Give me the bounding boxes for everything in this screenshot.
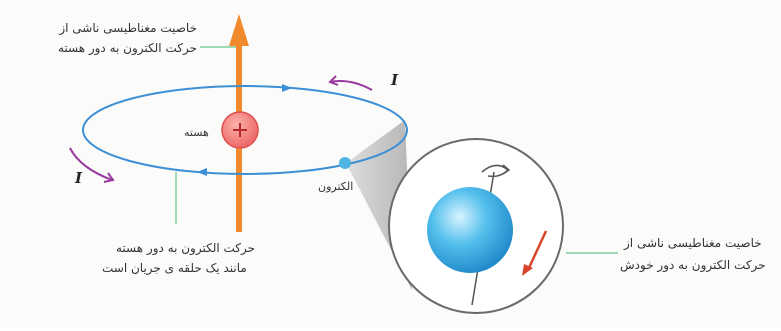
electron-sphere xyxy=(427,187,513,273)
current-arrow-top xyxy=(329,80,373,91)
nucleus-label: هسته xyxy=(184,126,209,139)
magnetic-axis-arrowhead xyxy=(229,14,249,46)
electron-label: الکترون xyxy=(318,180,354,193)
orbit-direction-marker-bottom xyxy=(197,168,207,176)
orbit-direction-marker-top xyxy=(282,84,292,92)
loop-label-line2: مانند یک حلقه ی جریان است xyxy=(102,261,247,275)
spin-magnetism-label-line2: حرکت الکترون به دور خودش xyxy=(620,258,766,272)
current-symbol-bottom: I xyxy=(75,169,83,187)
electron-dot xyxy=(339,157,351,169)
current-arrow-top-head xyxy=(328,75,339,86)
current-arrow-bottom-head xyxy=(103,172,115,183)
loop-label-line1: حرکت الکترون به دور هسته xyxy=(116,241,256,255)
spin-rotation-arrowhead xyxy=(502,164,511,175)
electron-orbit xyxy=(82,85,408,175)
current-symbol-top: I xyxy=(391,71,399,89)
current-arrow-bottom xyxy=(69,147,113,181)
spin-magnetism-arrowhead xyxy=(522,264,533,276)
orbit-magnetism-label-line1: خاصیت مغناطیسی ناشی از xyxy=(59,21,197,35)
spin-magnetism-label-line1: خاصیت مغناطیسی ناشی از xyxy=(624,236,762,250)
spin-magnetism-arrow xyxy=(526,230,548,271)
orbit-magnetism-label-line2: حرکت الکترون به دور هسته xyxy=(57,41,197,55)
